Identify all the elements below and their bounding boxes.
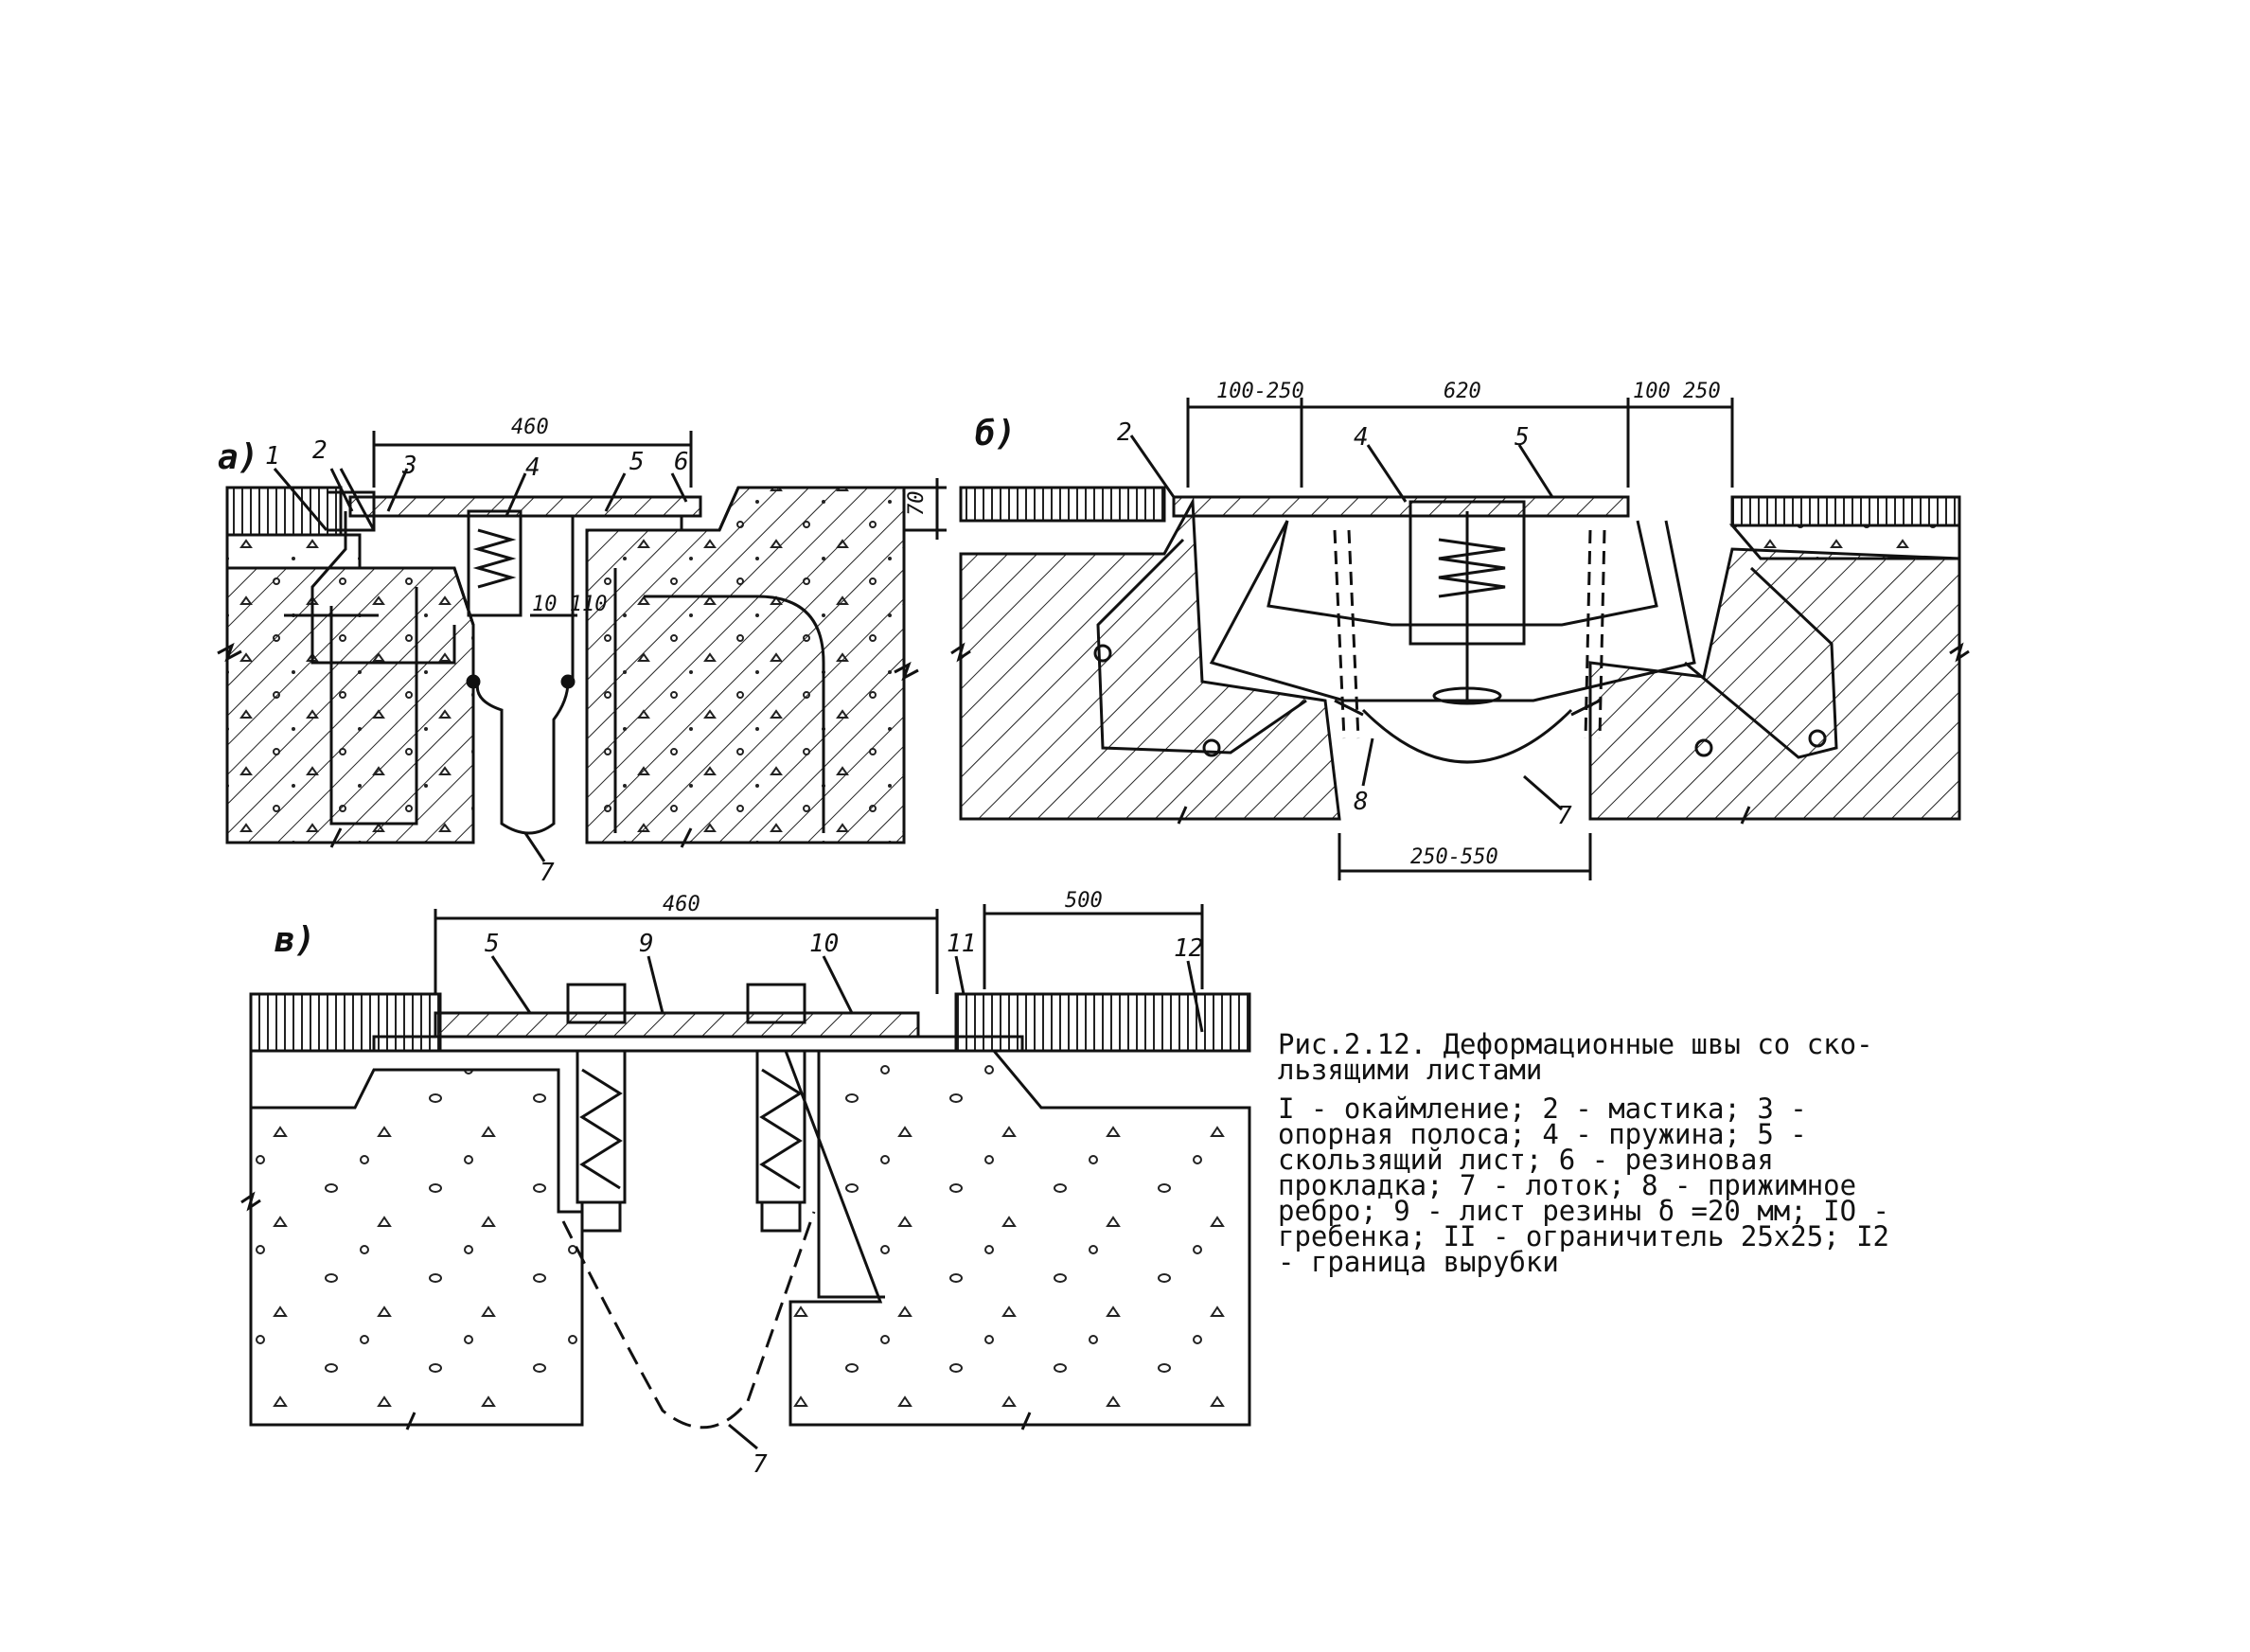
panel-b-drawing (950, 398, 1970, 880)
panel-b-callout-5: 5 (1515, 423, 1530, 452)
panel-b-dim-mid: 620 (1444, 380, 1481, 403)
figure-caption: Рис.2.12. Деформационные швы со ско- льз… (1278, 1028, 1922, 1278)
panel-b-callout-4: 4 (1354, 423, 1369, 452)
panel-v-callout-11: 11 (947, 930, 976, 958)
panel-v-callout-10: 10 (809, 930, 839, 958)
panel-v-drawing (240, 904, 1251, 1450)
panel-v-dim-top: 460 (663, 893, 700, 916)
panel-a-drawing (217, 431, 947, 862)
panel-a-callout-6: 6 (674, 448, 689, 476)
caption-title-line-1: Рис.2.12. Деформационные швы со ско- (1278, 1028, 1873, 1060)
panel-b-callout-2: 2 (1117, 418, 1132, 447)
panel-v-label: в) (275, 921, 315, 960)
panel-b-label: б) (975, 415, 1016, 453)
caption-legend: I - окаймление; 2 - мастика; 3 - опорная… (1278, 1092, 1890, 1278)
panel-a-dim-right: 70 (905, 491, 929, 517)
panel-b-dim-left: 100-250 (1216, 380, 1304, 403)
panel-v-callout-7: 7 (753, 1450, 768, 1479)
panel-a-callout-1: 1 (265, 442, 280, 471)
panel-a-callout-3: 3 (401, 452, 417, 480)
panel-b-callout-7: 7 (1557, 802, 1572, 830)
panel-b-dim-right: 100 250 (1633, 380, 1721, 403)
caption-title-line-2: льзящими листами (1278, 1054, 1543, 1086)
caption-title: Рис.2.12. Деформационные швы со ско- льз… (1278, 1028, 1922, 1086)
panel-a-dim-top: 460 (511, 416, 549, 439)
panel-a-callout-5: 5 (629, 448, 645, 476)
panel-v-callout-12: 12 (1174, 934, 1203, 963)
panel-v-dim-right: 500 (1065, 889, 1103, 913)
panel-b-dim-bottom: 250-550 (1410, 845, 1498, 869)
panel-a-callout-4: 4 (525, 453, 540, 482)
panel-v-callout-5: 5 (485, 930, 500, 958)
panel-a-dim-inner: 10 110 (532, 593, 607, 616)
panel-a-callout-7: 7 (540, 859, 555, 887)
panel-b-callout-8: 8 (1354, 788, 1369, 816)
panel-a-label: а) (218, 438, 258, 477)
panel-v-callout-9: 9 (639, 930, 654, 958)
panel-a-callout-2: 2 (312, 436, 328, 465)
